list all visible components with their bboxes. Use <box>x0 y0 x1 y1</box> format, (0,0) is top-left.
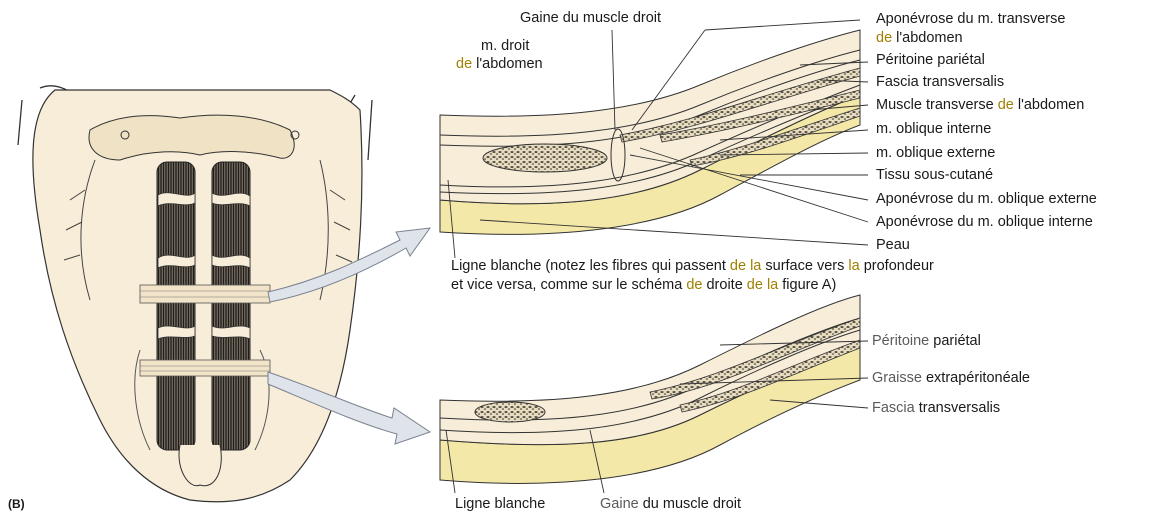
text: Péritoine <box>872 333 929 349</box>
text: Aponévrose du m. oblique interne <box>876 214 1093 230</box>
highlight-de: de <box>686 277 702 293</box>
text: transversalis <box>915 400 1000 416</box>
text: Péritoine pariétal <box>876 52 985 68</box>
text: m. oblique externe <box>876 145 995 161</box>
label-peritoine-parietal: Péritoine pariétal <box>876 52 985 69</box>
torso-figure <box>18 86 372 502</box>
text: Fascia <box>872 400 915 416</box>
highlight-la: la <box>848 258 859 274</box>
label-bottom-ligne-blanche: Ligne blanche <box>455 496 545 513</box>
text: l'abdomen <box>892 30 962 46</box>
label-de-labdomen: de l'abdomen <box>456 56 543 73</box>
text: extrapéritonéale <box>922 370 1030 386</box>
label-oblique-interne: m. oblique interne <box>876 121 991 138</box>
text: profondeur <box>860 258 934 274</box>
label-peau: Peau <box>876 237 910 254</box>
label-bottom-peritoine: Péritoine pariétal <box>872 333 981 350</box>
text: Aponévrose du m. transverse <box>876 11 1065 27</box>
label-muscle-transverse: Muscle transverse de l'abdomen <box>876 97 1084 114</box>
label-gaine-top: Gaine du muscle droit <box>520 10 661 27</box>
text: du muscle droit <box>639 496 741 512</box>
text: Fascia transversalis <box>876 74 1004 90</box>
figure-label: (B) <box>8 497 25 511</box>
text: figure A) <box>778 277 836 293</box>
text: Tissu sous-cutané <box>876 167 993 183</box>
label-tissu-sous-cutane: Tissu sous-cutané <box>876 167 993 184</box>
text: m. oblique interne <box>876 121 991 137</box>
label-aponevrose-transverse: Aponévrose du m. transverse <box>876 11 1065 28</box>
bottom-cross-section <box>440 295 860 483</box>
label-bottom-gaine: Gaine du muscle droit <box>600 496 741 513</box>
text: l'abdomen <box>1014 97 1084 113</box>
highlight-de: de <box>998 97 1014 113</box>
label-bottom-graisse: Graisse extrapéritonéale <box>872 370 1030 387</box>
label-bottom-fascia: Fascia transversalis <box>872 400 1000 417</box>
text: surface vers <box>761 258 848 274</box>
text: Peau <box>876 237 910 253</box>
label-labdomen: l'abdomen <box>476 56 542 72</box>
text: Ligne blanche (notez les fibres qui pass… <box>451 258 730 274</box>
label-fascia-transversalis: Fascia transversalis <box>876 74 1004 91</box>
label-aponevrose-oblique-externe: Aponévrose du m. oblique externe <box>876 191 1097 208</box>
label-ligne-blanche-line2: et vice versa, comme sur le schéma de dr… <box>451 277 836 294</box>
label-oblique-externe: m. oblique externe <box>876 145 995 162</box>
text: Aponévrose du m. oblique externe <box>876 191 1097 207</box>
highlight-de-la: de la <box>730 258 761 274</box>
label-m-droit: m. droit <box>481 38 529 55</box>
text: Muscle transverse <box>876 97 998 113</box>
label-aponevrose-oblique-interne: Aponévrose du m. oblique interne <box>876 214 1093 231</box>
text: pariétal <box>929 333 981 349</box>
highlight-de: de <box>876 30 892 46</box>
label-ligne-blanche-line1: Ligne blanche (notez les fibres qui pass… <box>451 258 934 275</box>
text: Graisse <box>872 370 922 386</box>
highlight-de: de <box>456 56 472 72</box>
text: Gaine <box>600 496 639 512</box>
text: droite <box>702 277 746 293</box>
label-de-labdomen-2: de l'abdomen <box>876 30 963 47</box>
highlight-de-la: de la <box>747 277 778 293</box>
text: et vice versa, comme sur le schéma <box>451 277 686 293</box>
